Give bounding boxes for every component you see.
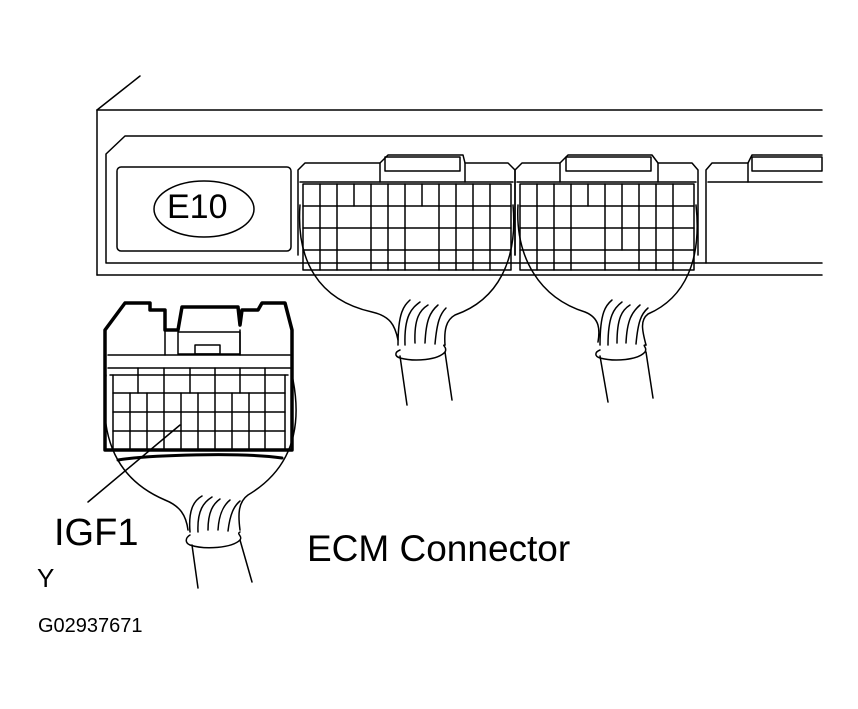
ecm-connector-title: ECM Connector bbox=[307, 528, 571, 569]
ecm-housing bbox=[96, 75, 823, 276]
wire-color-label: Y bbox=[37, 563, 55, 593]
e10-label-plate bbox=[116, 166, 292, 252]
connector-code-label: E10 bbox=[167, 188, 228, 226]
igf1-leader-line bbox=[87, 424, 181, 503]
terminal-label: IGF1 bbox=[54, 512, 139, 554]
figure-id: G02937671 bbox=[38, 615, 143, 637]
ecm-socket-1 bbox=[297, 154, 516, 406]
ecm-socket-3 bbox=[705, 154, 823, 264]
e10-connector-plug bbox=[103, 301, 297, 589]
ecm-socket-2 bbox=[514, 154, 699, 403]
